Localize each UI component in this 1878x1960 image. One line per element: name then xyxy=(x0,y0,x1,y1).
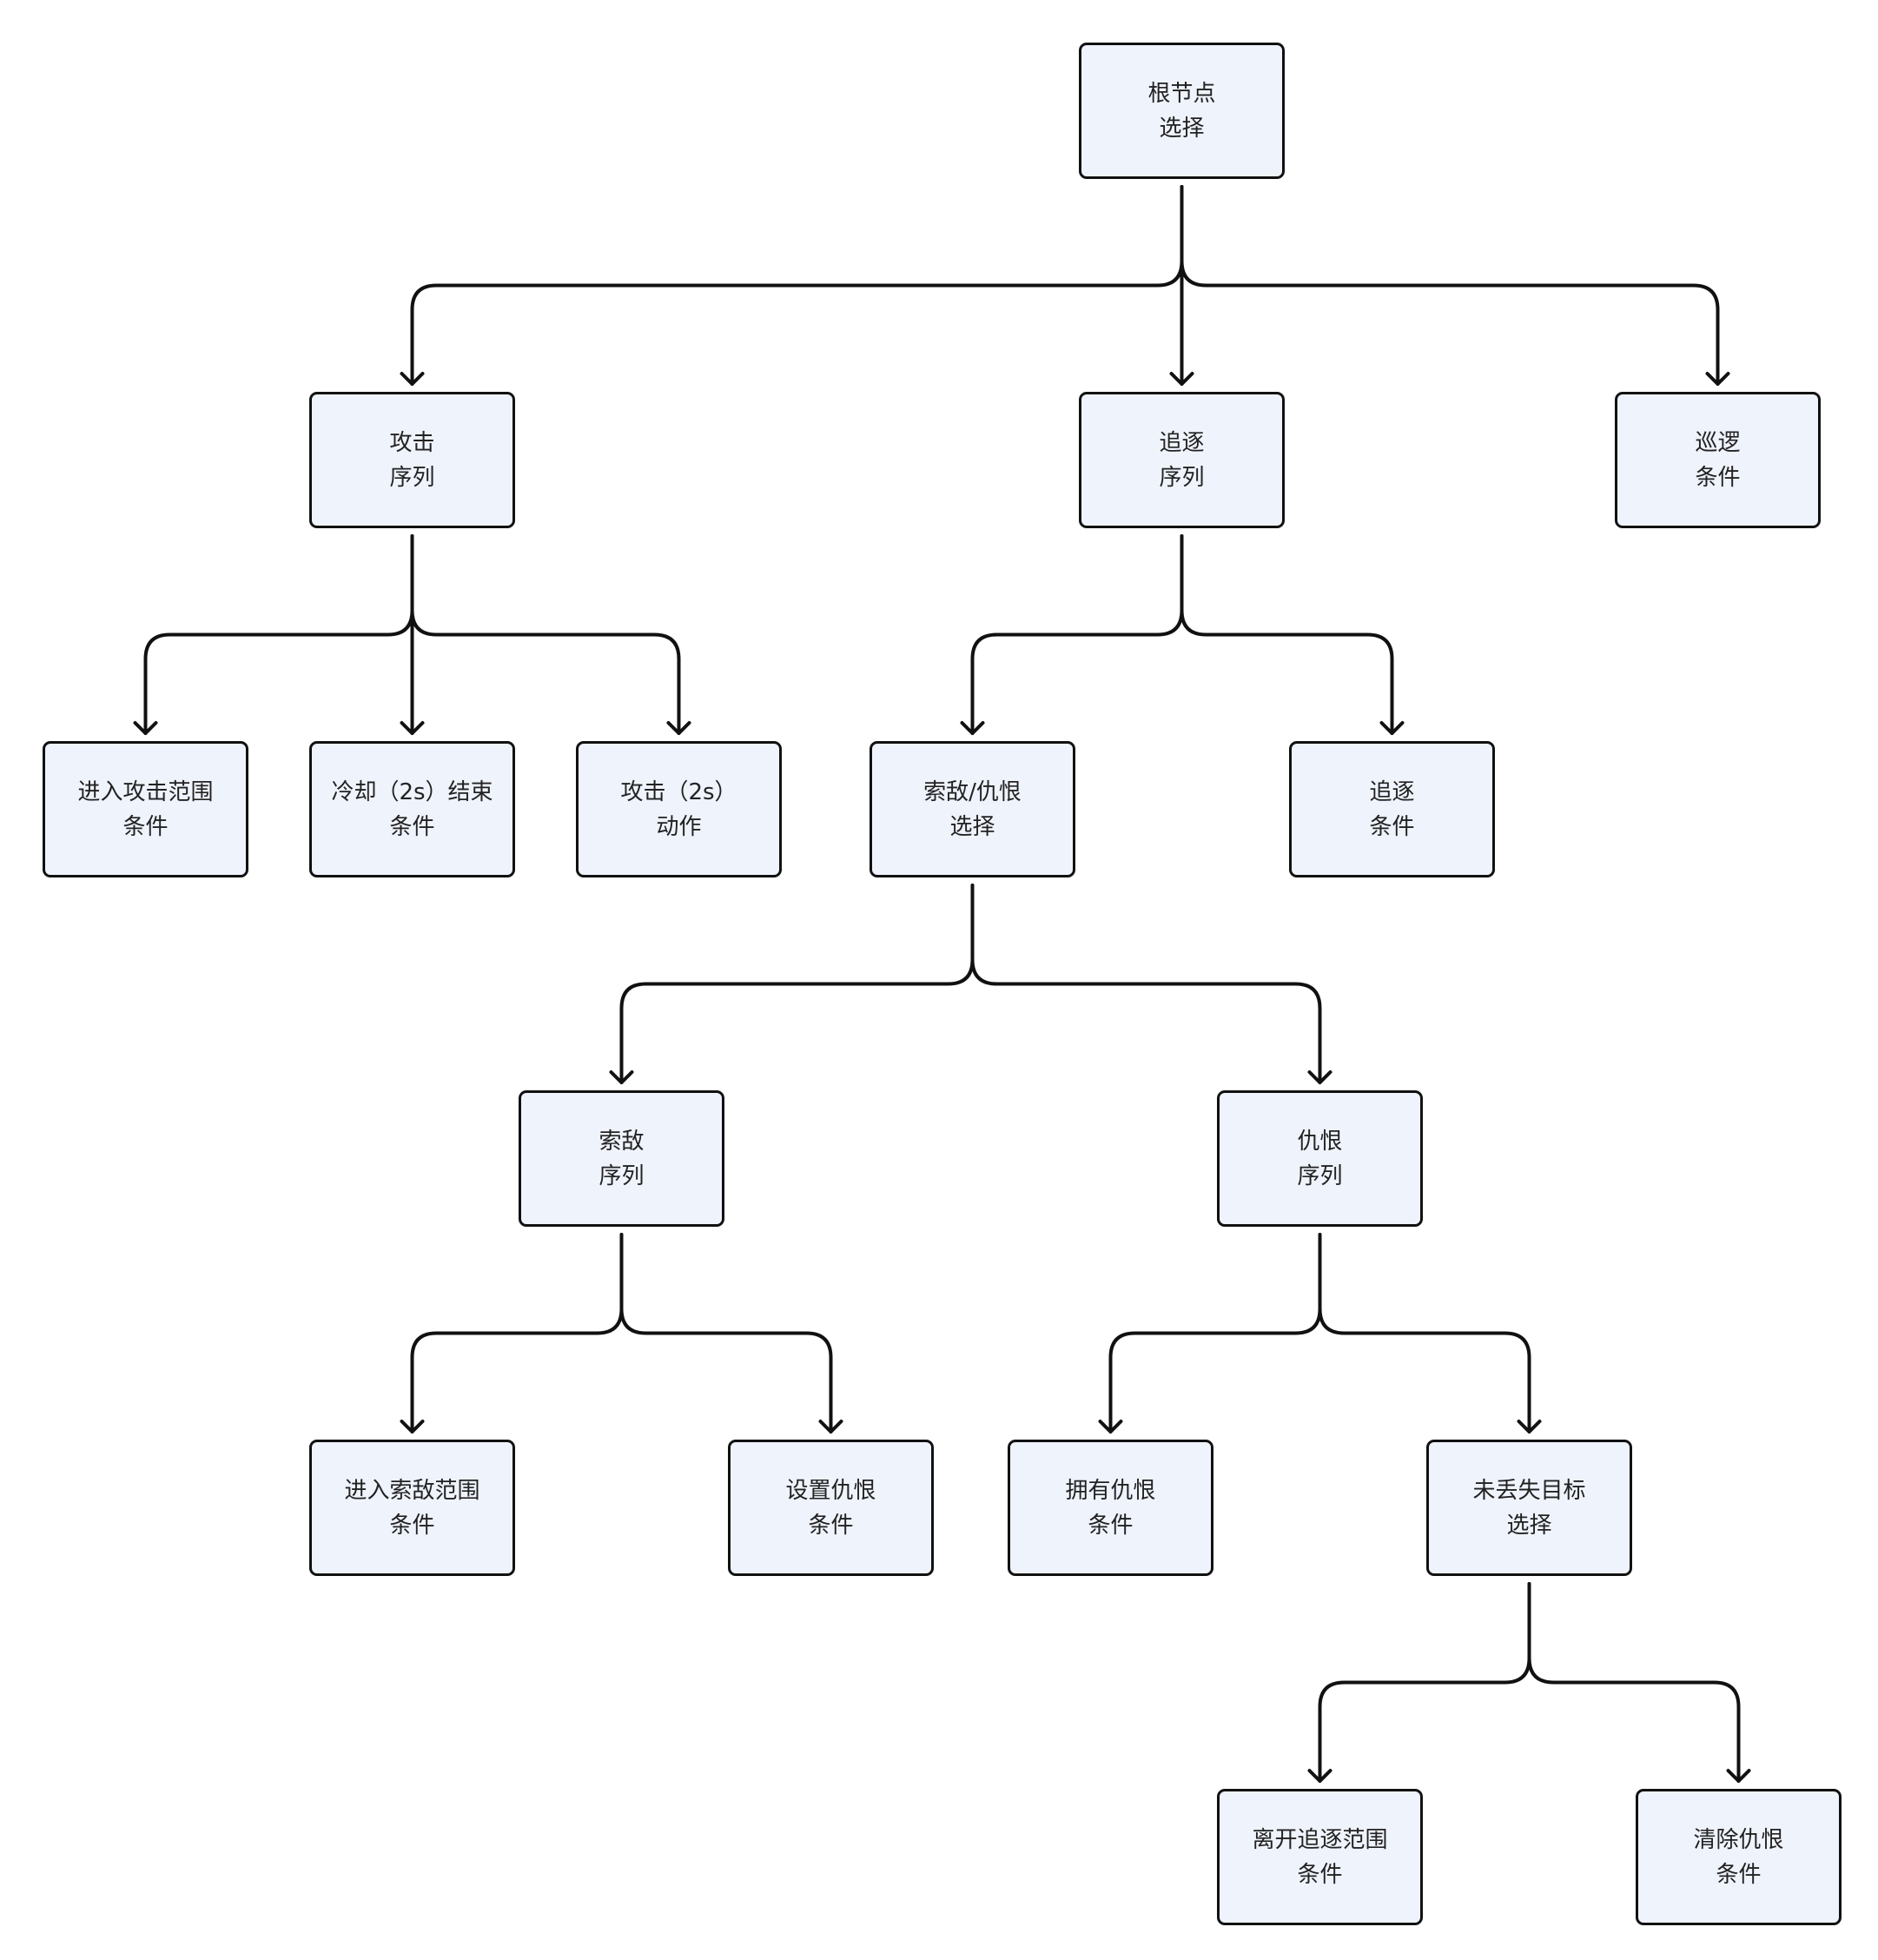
edge-not_lost-to-clear_hate xyxy=(1527,1582,1741,1783)
node-type: 序列 xyxy=(389,464,435,491)
node-title: 冷却（2s）结束 xyxy=(331,778,493,805)
node-type: 条件 xyxy=(1716,1861,1762,1888)
node-type: 条件 xyxy=(389,1512,435,1539)
arrowhead-icon xyxy=(1098,1420,1123,1434)
node-title: 设置仇恨 xyxy=(785,1477,876,1504)
node-title: 索敌 xyxy=(598,1128,645,1155)
arrowhead-icon xyxy=(1726,1769,1751,1783)
node-type: 动作 xyxy=(656,813,702,840)
node-type: 条件 xyxy=(1088,1512,1134,1539)
node-title: 仇恨 xyxy=(1297,1128,1343,1155)
node-type: 选择 xyxy=(1159,115,1205,142)
node-title: 进入攻击范围 xyxy=(77,778,214,805)
arrowhead-icon xyxy=(1705,372,1730,386)
node-set-hate: 设置仇恨 条件 xyxy=(728,1440,934,1576)
arrowhead-icon xyxy=(400,1420,425,1434)
node-title: 进入索敌范围 xyxy=(344,1477,480,1504)
edge-chase_seq-to-search_hate xyxy=(970,534,1184,735)
edge-chase_seq-to-chase_cond xyxy=(1180,534,1394,735)
arrowhead-icon xyxy=(666,721,691,735)
node-type: 条件 xyxy=(1695,464,1741,491)
edge-hate_seq-to-not_lost xyxy=(1318,1233,1531,1434)
node-title: 根节点 xyxy=(1147,80,1216,107)
node-chase-sequence: 追逐 序列 xyxy=(1079,392,1285,528)
node-attack-action: 攻击（2s） 动作 xyxy=(576,741,782,877)
node-leave-chase-range: 离开追逐范围 条件 xyxy=(1217,1789,1423,1925)
edge-search_seq-to-set_hate xyxy=(619,1233,833,1434)
edge-root-to-attack_seq xyxy=(410,185,1184,386)
edge-not_lost-to-leave_chase xyxy=(1318,1582,1531,1783)
arrowhead-icon xyxy=(960,721,985,735)
node-title: 索敌/仇恨 xyxy=(923,778,1022,805)
node-title: 清除仇恨 xyxy=(1693,1826,1784,1853)
arrowhead-icon xyxy=(1379,721,1405,735)
edge-search_seq-to-enter_search xyxy=(410,1233,624,1434)
node-type: 序列 xyxy=(598,1162,645,1189)
node-enter-attack-range: 进入攻击范围 条件 xyxy=(43,741,248,877)
edge-root-to-patrol xyxy=(1180,185,1720,386)
node-title: 攻击（2s） xyxy=(620,778,737,805)
edge-hate_seq-to-has_hate xyxy=(1108,1233,1322,1434)
node-title: 离开追逐范围 xyxy=(1252,1826,1388,1853)
node-type: 条件 xyxy=(1297,1861,1343,1888)
node-cooldown-finished: 冷却（2s）结束 条件 xyxy=(309,741,515,877)
node-search-hate-selector: 索敌/仇恨 选择 xyxy=(870,741,1075,877)
node-title: 追逐 xyxy=(1369,778,1415,805)
arrowhead-icon xyxy=(400,721,425,735)
node-type: 序列 xyxy=(1297,1162,1343,1189)
arrowhead-icon xyxy=(609,1070,634,1084)
node-chase-condition: 追逐 条件 xyxy=(1289,741,1495,877)
node-type: 条件 xyxy=(1369,813,1415,840)
node-title: 拥有仇恨 xyxy=(1065,1477,1156,1504)
arrowhead-icon xyxy=(400,372,425,386)
node-type: 条件 xyxy=(389,813,435,840)
node-title: 攻击 xyxy=(389,429,435,456)
node-type: 选择 xyxy=(949,813,995,840)
node-has-hate: 拥有仇恨 条件 xyxy=(1008,1440,1213,1576)
node-search-sequence: 索敌 序列 xyxy=(519,1090,724,1227)
node-type: 选择 xyxy=(1506,1512,1552,1539)
node-root: 根节点 选择 xyxy=(1079,43,1285,179)
node-title: 追逐 xyxy=(1159,429,1205,456)
node-type: 条件 xyxy=(122,813,169,840)
node-clear-hate: 清除仇恨 条件 xyxy=(1636,1789,1842,1925)
node-type: 条件 xyxy=(808,1512,854,1539)
arrowhead-icon xyxy=(1517,1420,1542,1434)
node-title: 巡逻 xyxy=(1695,429,1741,456)
node-target-not-lost-selector: 未丢失目标 选择 xyxy=(1426,1440,1632,1576)
edge-search_hate-to-hate_seq xyxy=(970,884,1322,1084)
edge-attack_seq-to-attack_action xyxy=(410,534,681,735)
node-hate-sequence: 仇恨 序列 xyxy=(1217,1090,1423,1227)
arrowhead-icon xyxy=(1307,1070,1332,1084)
node-type: 序列 xyxy=(1159,464,1205,491)
edge-search_hate-to-search_seq xyxy=(619,884,975,1084)
node-attack-sequence: 攻击 序列 xyxy=(309,392,515,528)
arrowhead-icon xyxy=(818,1420,843,1434)
node-title: 未丢失目标 xyxy=(1472,1477,1586,1504)
node-enter-search-range: 进入索敌范围 条件 xyxy=(309,1440,515,1576)
arrowhead-icon xyxy=(1169,372,1194,386)
arrowhead-icon xyxy=(1307,1769,1332,1783)
arrowhead-icon xyxy=(133,721,158,735)
edge-attack_seq-to-enter_attack xyxy=(143,534,414,735)
node-patrol-condition: 巡逻 条件 xyxy=(1615,392,1821,528)
